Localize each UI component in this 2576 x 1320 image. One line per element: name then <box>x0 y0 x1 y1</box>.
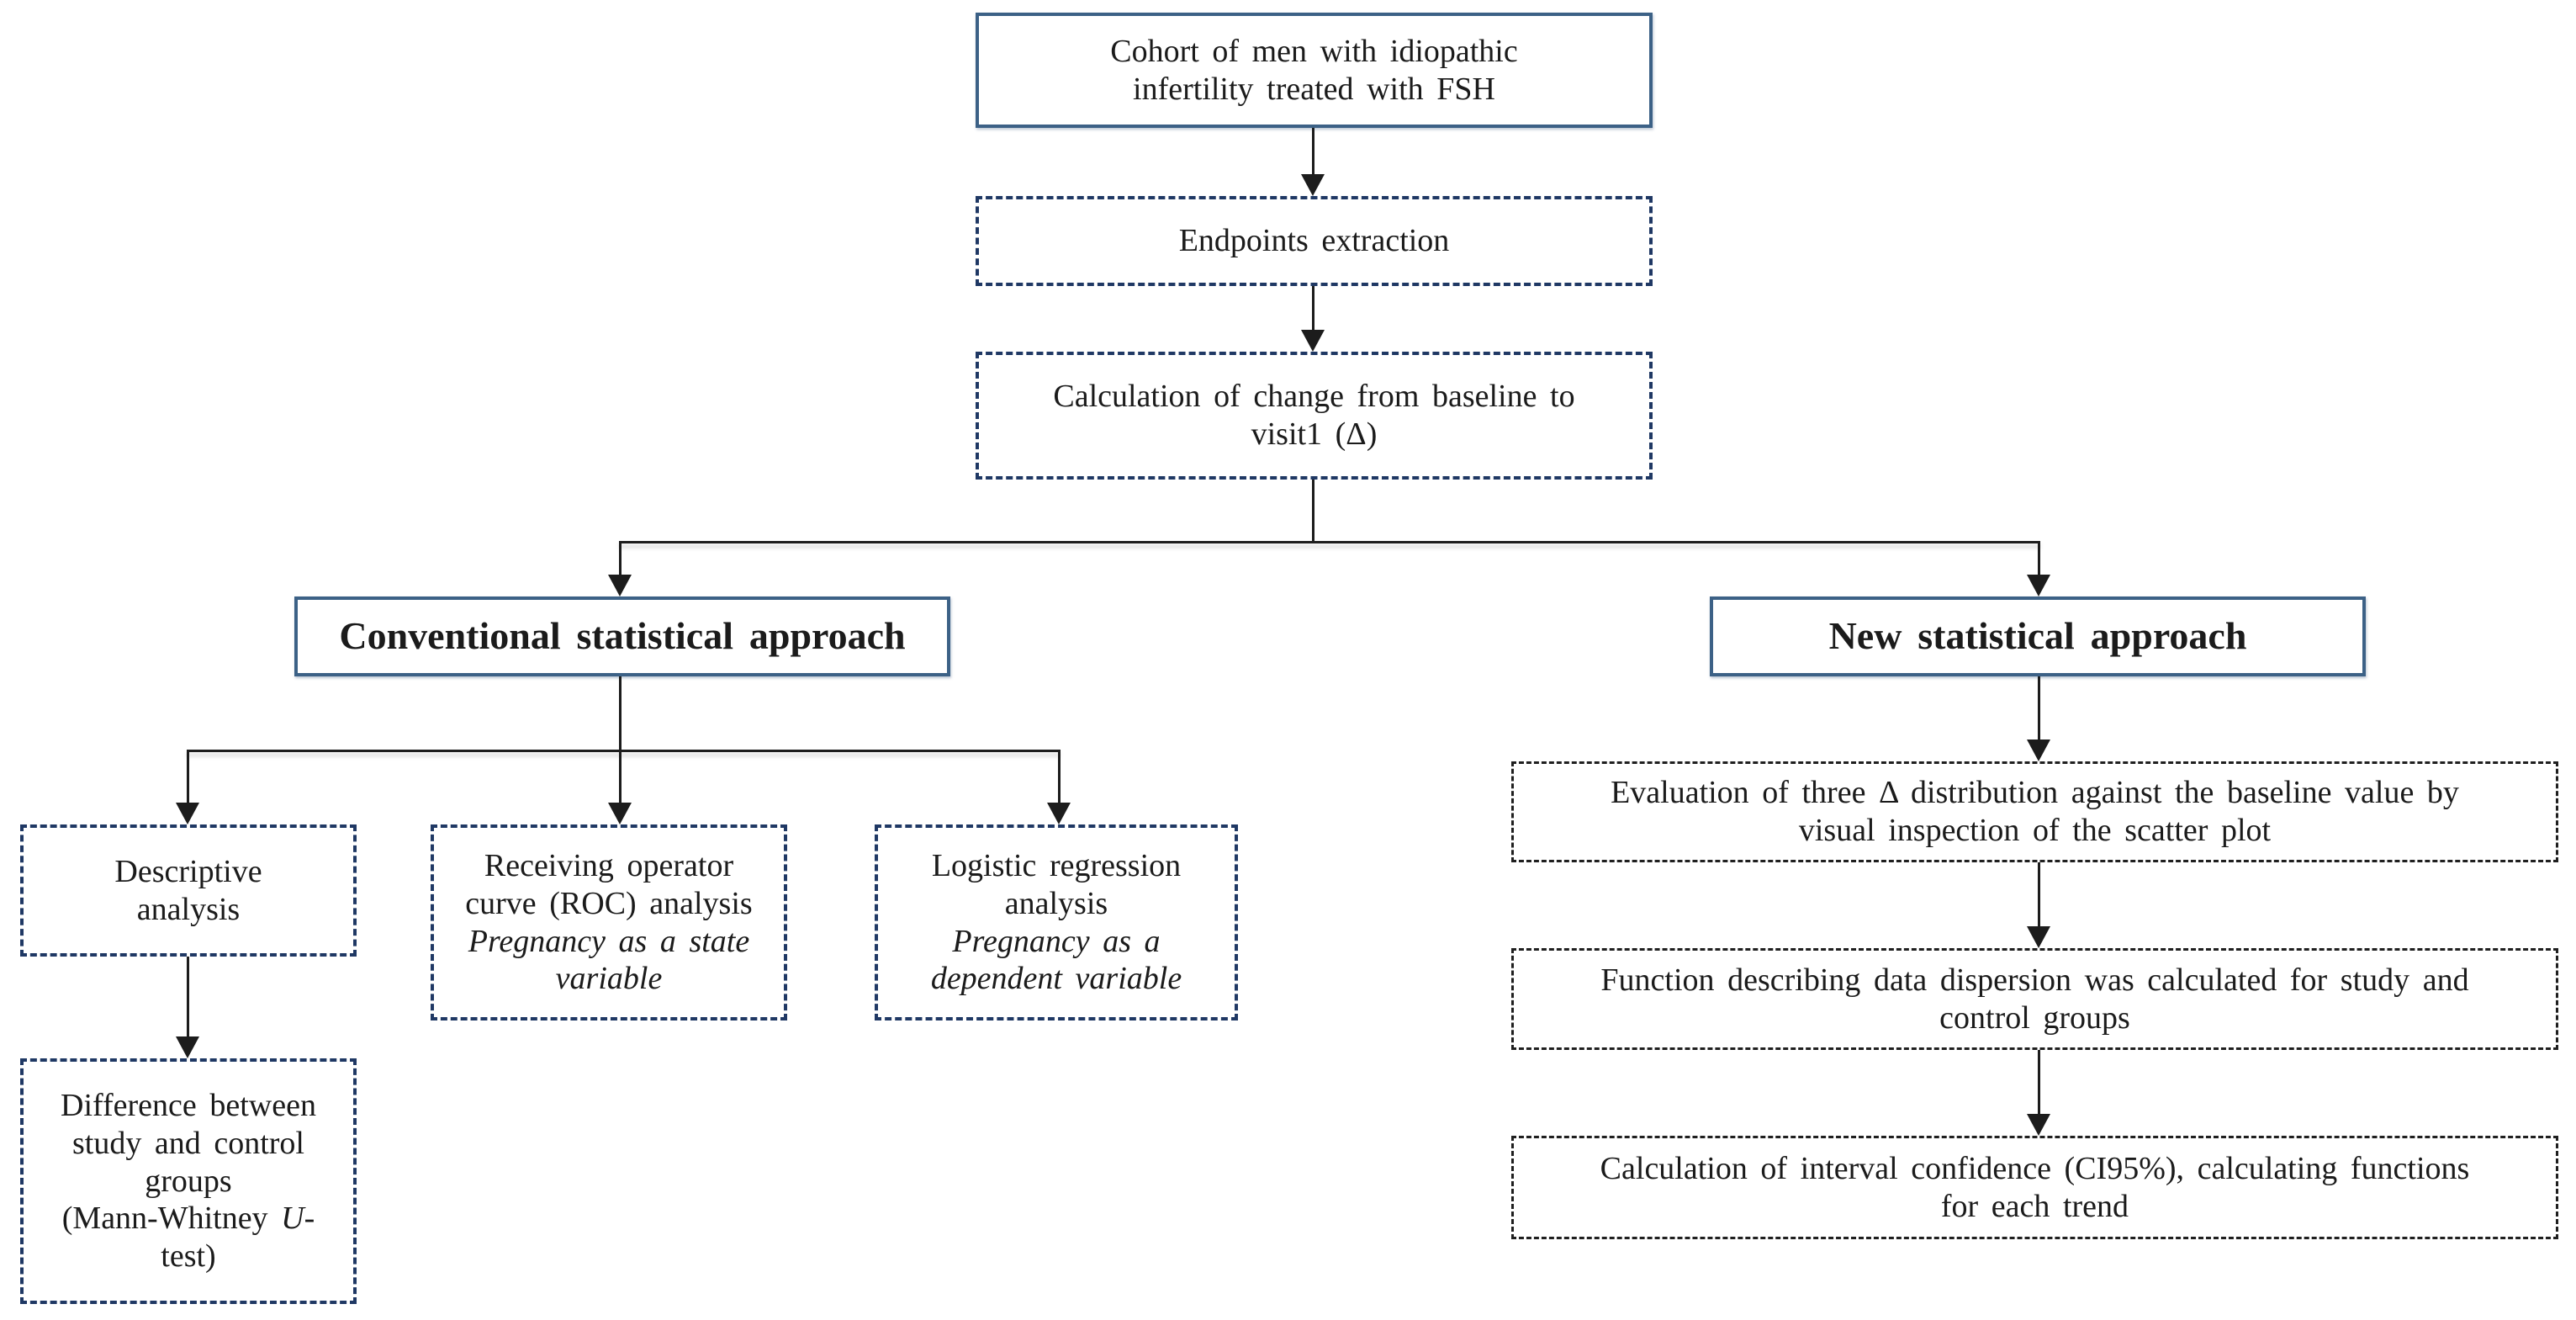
connector-cohort-endpoints <box>1312 128 1314 177</box>
arrowhead-roc <box>608 803 632 824</box>
node-mann-whitney-test: (Mann-Whitney U- test) <box>62 1200 315 1275</box>
connector-evaluation-dispersion <box>2038 862 2040 929</box>
connector-dispersion-ci <box>2038 1050 2040 1116</box>
splitbar-top <box>619 541 2040 543</box>
arrowhead-conventional <box>608 575 632 596</box>
arrowhead-mann-whitney <box>176 1036 199 1058</box>
node-roc-subtitle: Pregnancy as a state variable <box>468 923 750 997</box>
arrowhead-ci <box>2027 1114 2050 1136</box>
mann-whitney-test-pre: (Mann-Whitney <box>61 1201 282 1237</box>
node-logistic-label: Logistic regression analysis <box>931 847 1182 921</box>
splitbar-conventional <box>187 750 1060 752</box>
node-mann-whitney-label: Difference between study and control gro… <box>61 1087 316 1199</box>
node-mann-whitney: Difference between study and control gro… <box>20 1058 357 1304</box>
node-descriptive-analysis: Descriptive analysis <box>20 824 357 957</box>
connector-calculation-splitbar <box>1312 480 1314 543</box>
node-cohort: Cohort of men with idiopathic infertilit… <box>976 13 1653 128</box>
mann-whitney-test-u: U <box>281 1201 304 1237</box>
node-evaluation-scatter: Evaluation of three Δ distribution again… <box>1511 761 2558 862</box>
node-cohort-label: Cohort of men with idiopathic infertilit… <box>1110 33 1518 107</box>
node-calculation-delta: Calculation of change from baseline to v… <box>976 352 1653 480</box>
connector-splitbar-logistic <box>1058 750 1061 805</box>
node-dispersion-function: Function describing data dispersion was … <box>1511 948 2558 1050</box>
mann-whitney-test-post: - test) <box>161 1201 315 1275</box>
node-new-approach: New statistical approach <box>1710 596 2366 676</box>
node-endpoints-extraction: Endpoints extraction <box>976 196 1653 286</box>
node-descriptive-label: Descriptive analysis <box>114 853 262 927</box>
arrowhead-calculation <box>1301 330 1325 352</box>
connector-splitbar-new <box>2038 541 2040 576</box>
node-logistic-regression: Logistic regression analysis Pregnancy a… <box>875 824 1238 1020</box>
arrowhead-dispersion <box>2027 926 2050 948</box>
arrowhead-new-approach <box>2027 575 2050 596</box>
node-roc-analysis: Receiving operator curve (ROC) analysis … <box>431 824 787 1020</box>
connector-descriptive-mannwhitney <box>187 957 189 1039</box>
node-calculation-label: Calculation of change from baseline to v… <box>1053 379 1575 452</box>
node-dispersion-label: Function describing data dispersion was … <box>1600 962 2469 1036</box>
connector-splitbar-descriptive <box>187 750 189 805</box>
node-conventional-label: Conventional statistical approach <box>339 614 906 658</box>
connector-splitbar-conventional <box>619 541 622 576</box>
arrowhead-logistic <box>1047 803 1071 824</box>
connector-splitbar-roc <box>619 750 622 805</box>
node-confidence-interval: Calculation of interval confidence (CI95… <box>1511 1136 2558 1239</box>
arrowhead-descriptive <box>176 803 199 824</box>
node-conventional-approach: Conventional statistical approach <box>294 596 950 676</box>
node-evaluation-label: Evaluation of three Δ distribution again… <box>1611 775 2459 848</box>
connector-endpoints-calculation <box>1312 286 1314 332</box>
arrowhead-evaluation <box>2027 740 2050 761</box>
connector-conventional-splitbar <box>619 676 622 750</box>
node-logistic-subtitle: Pregnancy as a dependent variable <box>930 923 1182 997</box>
node-roc-label: Receiving operator curve (ROC) analysis <box>465 847 753 921</box>
connector-new-evaluation <box>2038 676 2040 742</box>
node-endpoints-label: Endpoints extraction <box>1178 223 1450 259</box>
arrowhead-endpoints <box>1301 174 1325 196</box>
node-ci-label: Calculation of interval confidence (CI95… <box>1600 1150 2470 1224</box>
node-new-approach-label: New statistical approach <box>1828 614 2247 658</box>
